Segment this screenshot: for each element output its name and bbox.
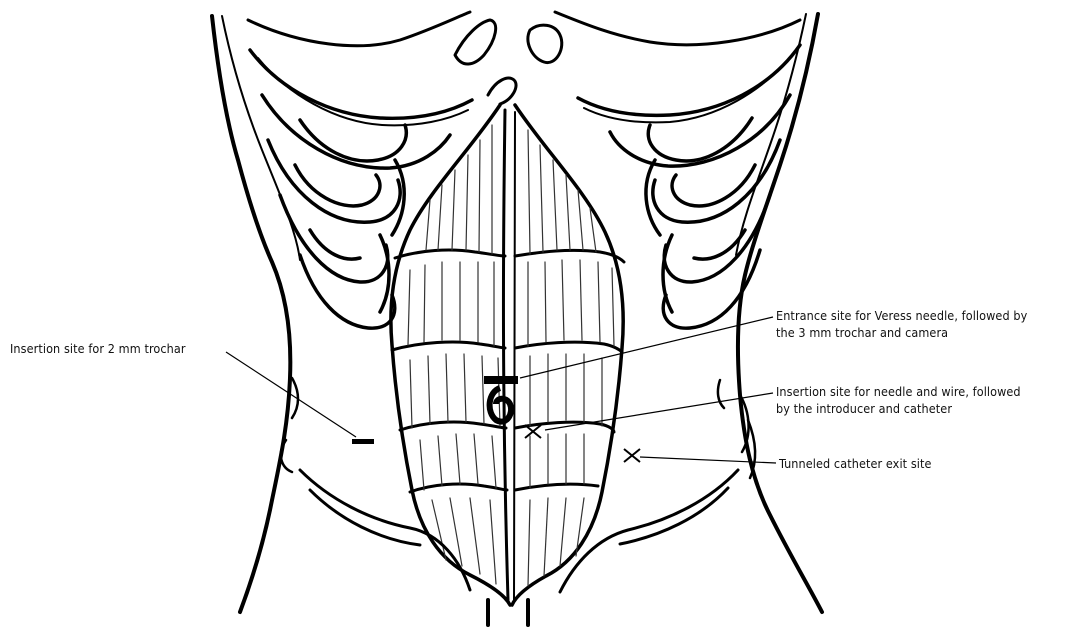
needle-site-text-line1: Insertion site for needle and wire, foll… xyxy=(776,383,1021,400)
needle-site-label: Insertion site for needle and wire, foll… xyxy=(776,383,1021,417)
leader-veress xyxy=(520,317,773,378)
upper-chest xyxy=(248,12,800,104)
left-rib-cage xyxy=(250,50,472,328)
needle-x-marker xyxy=(525,425,541,438)
exit-site-label: Tunneled catheter exit site xyxy=(779,455,932,472)
lower-abdomen xyxy=(300,470,738,625)
exit-x-marker xyxy=(624,449,640,462)
leader-lines xyxy=(226,317,776,463)
veress-site-text-line1: Entrance site for Veress needle, followe… xyxy=(776,307,1027,324)
trochar-site-text: Insertion site for 2 mm trochar xyxy=(10,341,186,356)
right-rib-cage xyxy=(578,45,800,328)
trochar-site-label: Insertion site for 2 mm trochar xyxy=(10,340,186,357)
leader-needle xyxy=(545,393,773,430)
torso-outline-left xyxy=(212,16,300,612)
veress-site-label: Entrance site for Veress needle, followe… xyxy=(776,307,1027,341)
trochar-dash-marker xyxy=(352,439,374,444)
rectus-abdominis xyxy=(391,105,624,605)
veress-port-marker xyxy=(484,376,518,422)
needle-site-text-line2: by the introducer and catheter xyxy=(776,400,1021,417)
veress-site-text-line2: the 3 mm trochar and camera xyxy=(776,324,1027,341)
exit-site-text: Tunneled catheter exit site xyxy=(779,456,932,471)
